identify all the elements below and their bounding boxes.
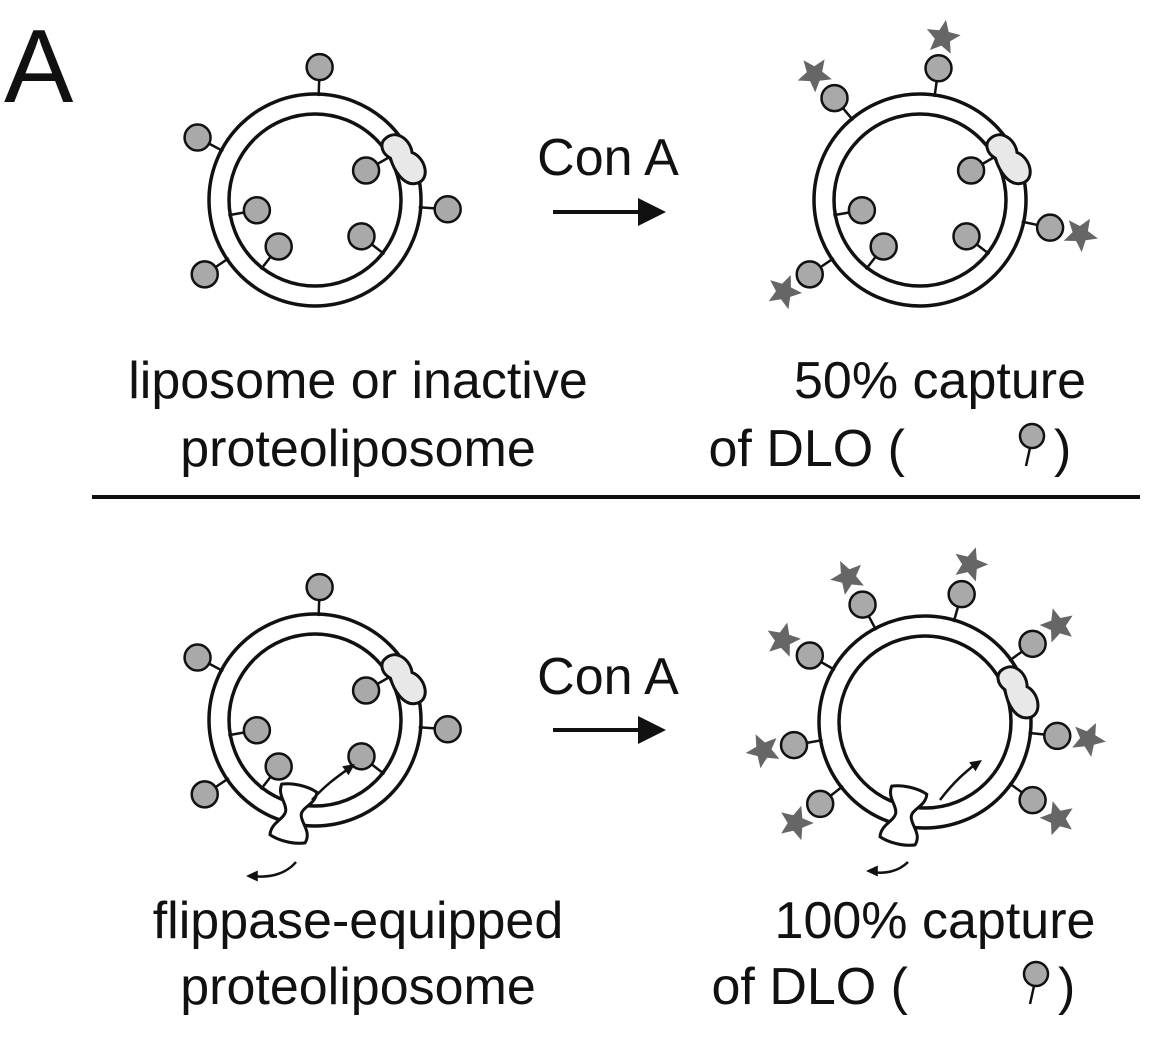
dlo-lollipop-icon bbox=[956, 154, 997, 185]
dlo-lollipop-icon bbox=[781, 785, 844, 841]
top-right-vesicle bbox=[768, 19, 1098, 310]
dlo-lollipop-icon bbox=[228, 715, 272, 745]
top-left-caption-line1: liposome or inactive bbox=[128, 352, 588, 410]
flip-arrow-icon bbox=[311, 764, 355, 801]
con-a-star-icon bbox=[1039, 608, 1073, 643]
dlo-lollipop-icon bbox=[347, 222, 386, 256]
dlo-lollipop-icon bbox=[228, 195, 272, 225]
top-left-caption-line2: proteoliposome bbox=[180, 420, 536, 478]
top-right-caption-close: ) bbox=[1054, 420, 1071, 478]
dlo-lollipop-icon bbox=[259, 752, 293, 791]
dlo-lollipop-icon bbox=[797, 59, 855, 122]
flip-arrow-icon bbox=[246, 861, 297, 882]
con-a-star-icon bbox=[926, 19, 961, 54]
con-a-star-icon bbox=[1072, 723, 1106, 757]
dlo-lollipop-icon bbox=[183, 643, 224, 673]
vesicle-inner-leaflet bbox=[837, 634, 1013, 810]
top-arrow: Con A bbox=[537, 129, 679, 226]
bottom-left-vesicle bbox=[183, 572, 462, 882]
bottom-right-caption-line1: 100% capture bbox=[775, 892, 1096, 950]
bottom-arrow: Con A bbox=[537, 648, 679, 744]
bottom-left-caption-line1: flippase-equipped bbox=[153, 892, 564, 950]
bottom-right-vesicle bbox=[745, 547, 1106, 877]
flippase-channel-icon bbox=[878, 784, 929, 847]
con-a-star-icon bbox=[781, 805, 814, 841]
bottom-reagent-label: Con A bbox=[537, 648, 679, 706]
top-reagent-label: Con A bbox=[537, 129, 679, 187]
con-a-star-icon bbox=[830, 561, 864, 595]
dlo-tail bbox=[1028, 985, 1036, 1005]
dlo-lollipop-icon bbox=[745, 730, 823, 769]
bottom-right-caption-line2: of DLO ( bbox=[712, 958, 909, 1016]
con-a-star-icon bbox=[1063, 218, 1098, 253]
dlo-head bbox=[1022, 960, 1050, 988]
top-right-caption-line2: of DLO ( bbox=[709, 420, 906, 478]
bottom-left-caption-line2: proteoliposome bbox=[180, 958, 536, 1016]
dlo-lollipop-icon bbox=[347, 742, 386, 776]
dlo-lollipop-icon bbox=[830, 561, 878, 631]
dlo-lollipop-icon bbox=[768, 257, 835, 310]
dlo-lollipop-icon bbox=[351, 154, 392, 185]
top-left-vesicle bbox=[183, 52, 462, 308]
dlo-lollipop-icon bbox=[259, 232, 293, 271]
dlo-head bbox=[1018, 422, 1046, 450]
flippase-channel-icon bbox=[268, 782, 319, 845]
dlo-lollipop-icon bbox=[1021, 213, 1098, 253]
dlo-lollipop-icon bbox=[351, 674, 392, 705]
dlo-lollipop-icon bbox=[1008, 608, 1073, 662]
dlo-tail bbox=[1024, 447, 1032, 467]
panel-label: A bbox=[4, 9, 74, 125]
dlo-lollipop-icon bbox=[924, 19, 961, 98]
con-a-star-icon bbox=[797, 59, 832, 93]
top-right-caption-line1: 50% capture bbox=[794, 352, 1086, 410]
flip-arrow-icon bbox=[939, 760, 982, 801]
dlo-lollipop-icon bbox=[190, 257, 230, 289]
bottom-caption-dlo-icon bbox=[1022, 960, 1050, 1005]
con-a-star-icon bbox=[745, 734, 780, 769]
dlo-lollipop-icon bbox=[418, 715, 462, 744]
con-a-star-icon bbox=[767, 622, 801, 657]
dlo-lollipop-icon bbox=[183, 123, 224, 153]
membrane-protein-icon bbox=[985, 133, 1032, 186]
dlo-lollipop-icon bbox=[952, 222, 991, 256]
dlo-lollipop-icon bbox=[864, 232, 898, 271]
bottom-right-caption-close: ) bbox=[1058, 958, 1075, 1016]
dlo-lollipop-icon bbox=[305, 572, 334, 617]
dlo-lollipop-icon bbox=[1008, 782, 1073, 836]
dlo-lollipop-icon bbox=[947, 547, 989, 623]
membrane-protein-icon bbox=[996, 665, 1040, 720]
membrane-protein-icon bbox=[380, 133, 427, 186]
top-caption-dlo-icon bbox=[1018, 422, 1046, 467]
flip-arrow-icon bbox=[866, 861, 909, 877]
con-a-star-icon bbox=[1039, 801, 1073, 836]
dlo-lollipop-icon bbox=[767, 622, 836, 672]
dlo-lollipop-icon bbox=[418, 195, 462, 224]
dlo-lollipop-icon bbox=[305, 52, 334, 97]
membrane-protein-icon bbox=[380, 653, 427, 706]
con-a-star-icon bbox=[955, 547, 989, 582]
con-a-star-icon bbox=[768, 275, 802, 310]
dlo-lollipop-icon bbox=[1028, 721, 1106, 757]
dlo-lollipop-icon bbox=[190, 777, 230, 809]
dlo-lollipop-icon bbox=[833, 195, 877, 225]
